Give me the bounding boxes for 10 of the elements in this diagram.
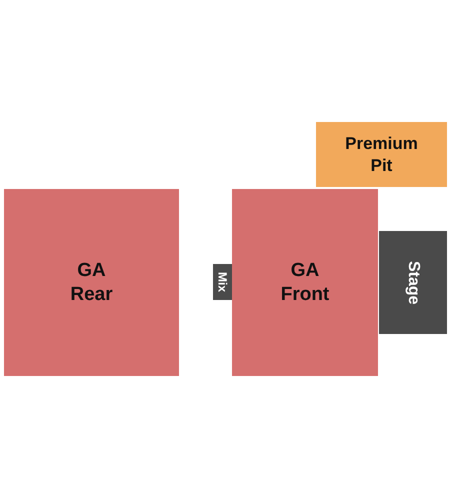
section-label: GA Front [280,258,330,306]
section-label: Premium Pit [345,133,418,176]
seating-section [213,264,232,300]
section-label: Stage [405,260,421,304]
seating-section [4,189,179,376]
seating-section [379,231,447,334]
section-label: Mix [216,272,228,292]
seating-section [316,122,447,187]
seating-section [232,189,378,376]
section-label: GA Rear [70,258,113,306]
